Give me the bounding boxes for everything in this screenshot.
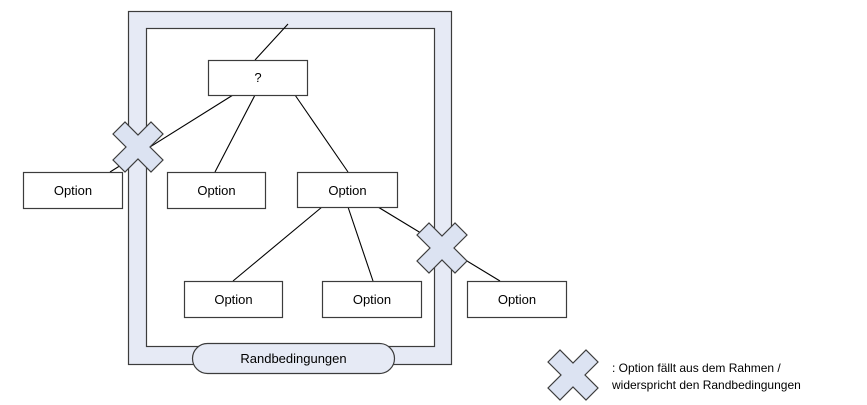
legend-line-2: widerspricht den Randbedingungen — [612, 378, 801, 392]
node-option-outside-right: Option — [466, 280, 568, 319]
node-option-child-middle: Option — [166, 171, 267, 210]
node-option-outside-right-text: Option — [498, 292, 536, 307]
connector-child-right-to-grandchild-left — [232, 206, 323, 282]
node-option-grandchild-left: Option — [183, 280, 284, 319]
frame-label-text: Randbedingungen — [240, 351, 346, 366]
connector-top-to-root — [254, 23, 289, 61]
connector-root-to-child-right — [294, 94, 349, 173]
node-option-grandchild-left-text: Option — [214, 292, 252, 307]
legend-line-1: : Option fällt aus dem Rahmen / — [612, 361, 781, 375]
node-root-text: ? — [254, 70, 261, 85]
tree-connectors — [109, 23, 501, 282]
frame-label: Randbedingungen — [191, 342, 396, 375]
connector-root-to-child-middle — [214, 94, 256, 173]
node-option-child-right-text: Option — [328, 183, 366, 198]
connector-child-right-to-grandchild-middle — [347, 206, 374, 282]
node-option-outside-left: Option — [22, 171, 124, 210]
node-option-child-right: Option — [296, 171, 399, 209]
node-option-child-middle-text: Option — [197, 183, 235, 198]
node-option-outside-left-text: Option — [54, 183, 92, 198]
legend: : Option fällt aus dem Rahmen / widerspr… — [612, 360, 862, 394]
node-option-grandchild-middle-text: Option — [353, 292, 391, 307]
node-option-grandchild-middle: Option — [321, 280, 423, 319]
legend-cross-icon — [547, 349, 599, 401]
node-root: ? — [207, 59, 309, 97]
